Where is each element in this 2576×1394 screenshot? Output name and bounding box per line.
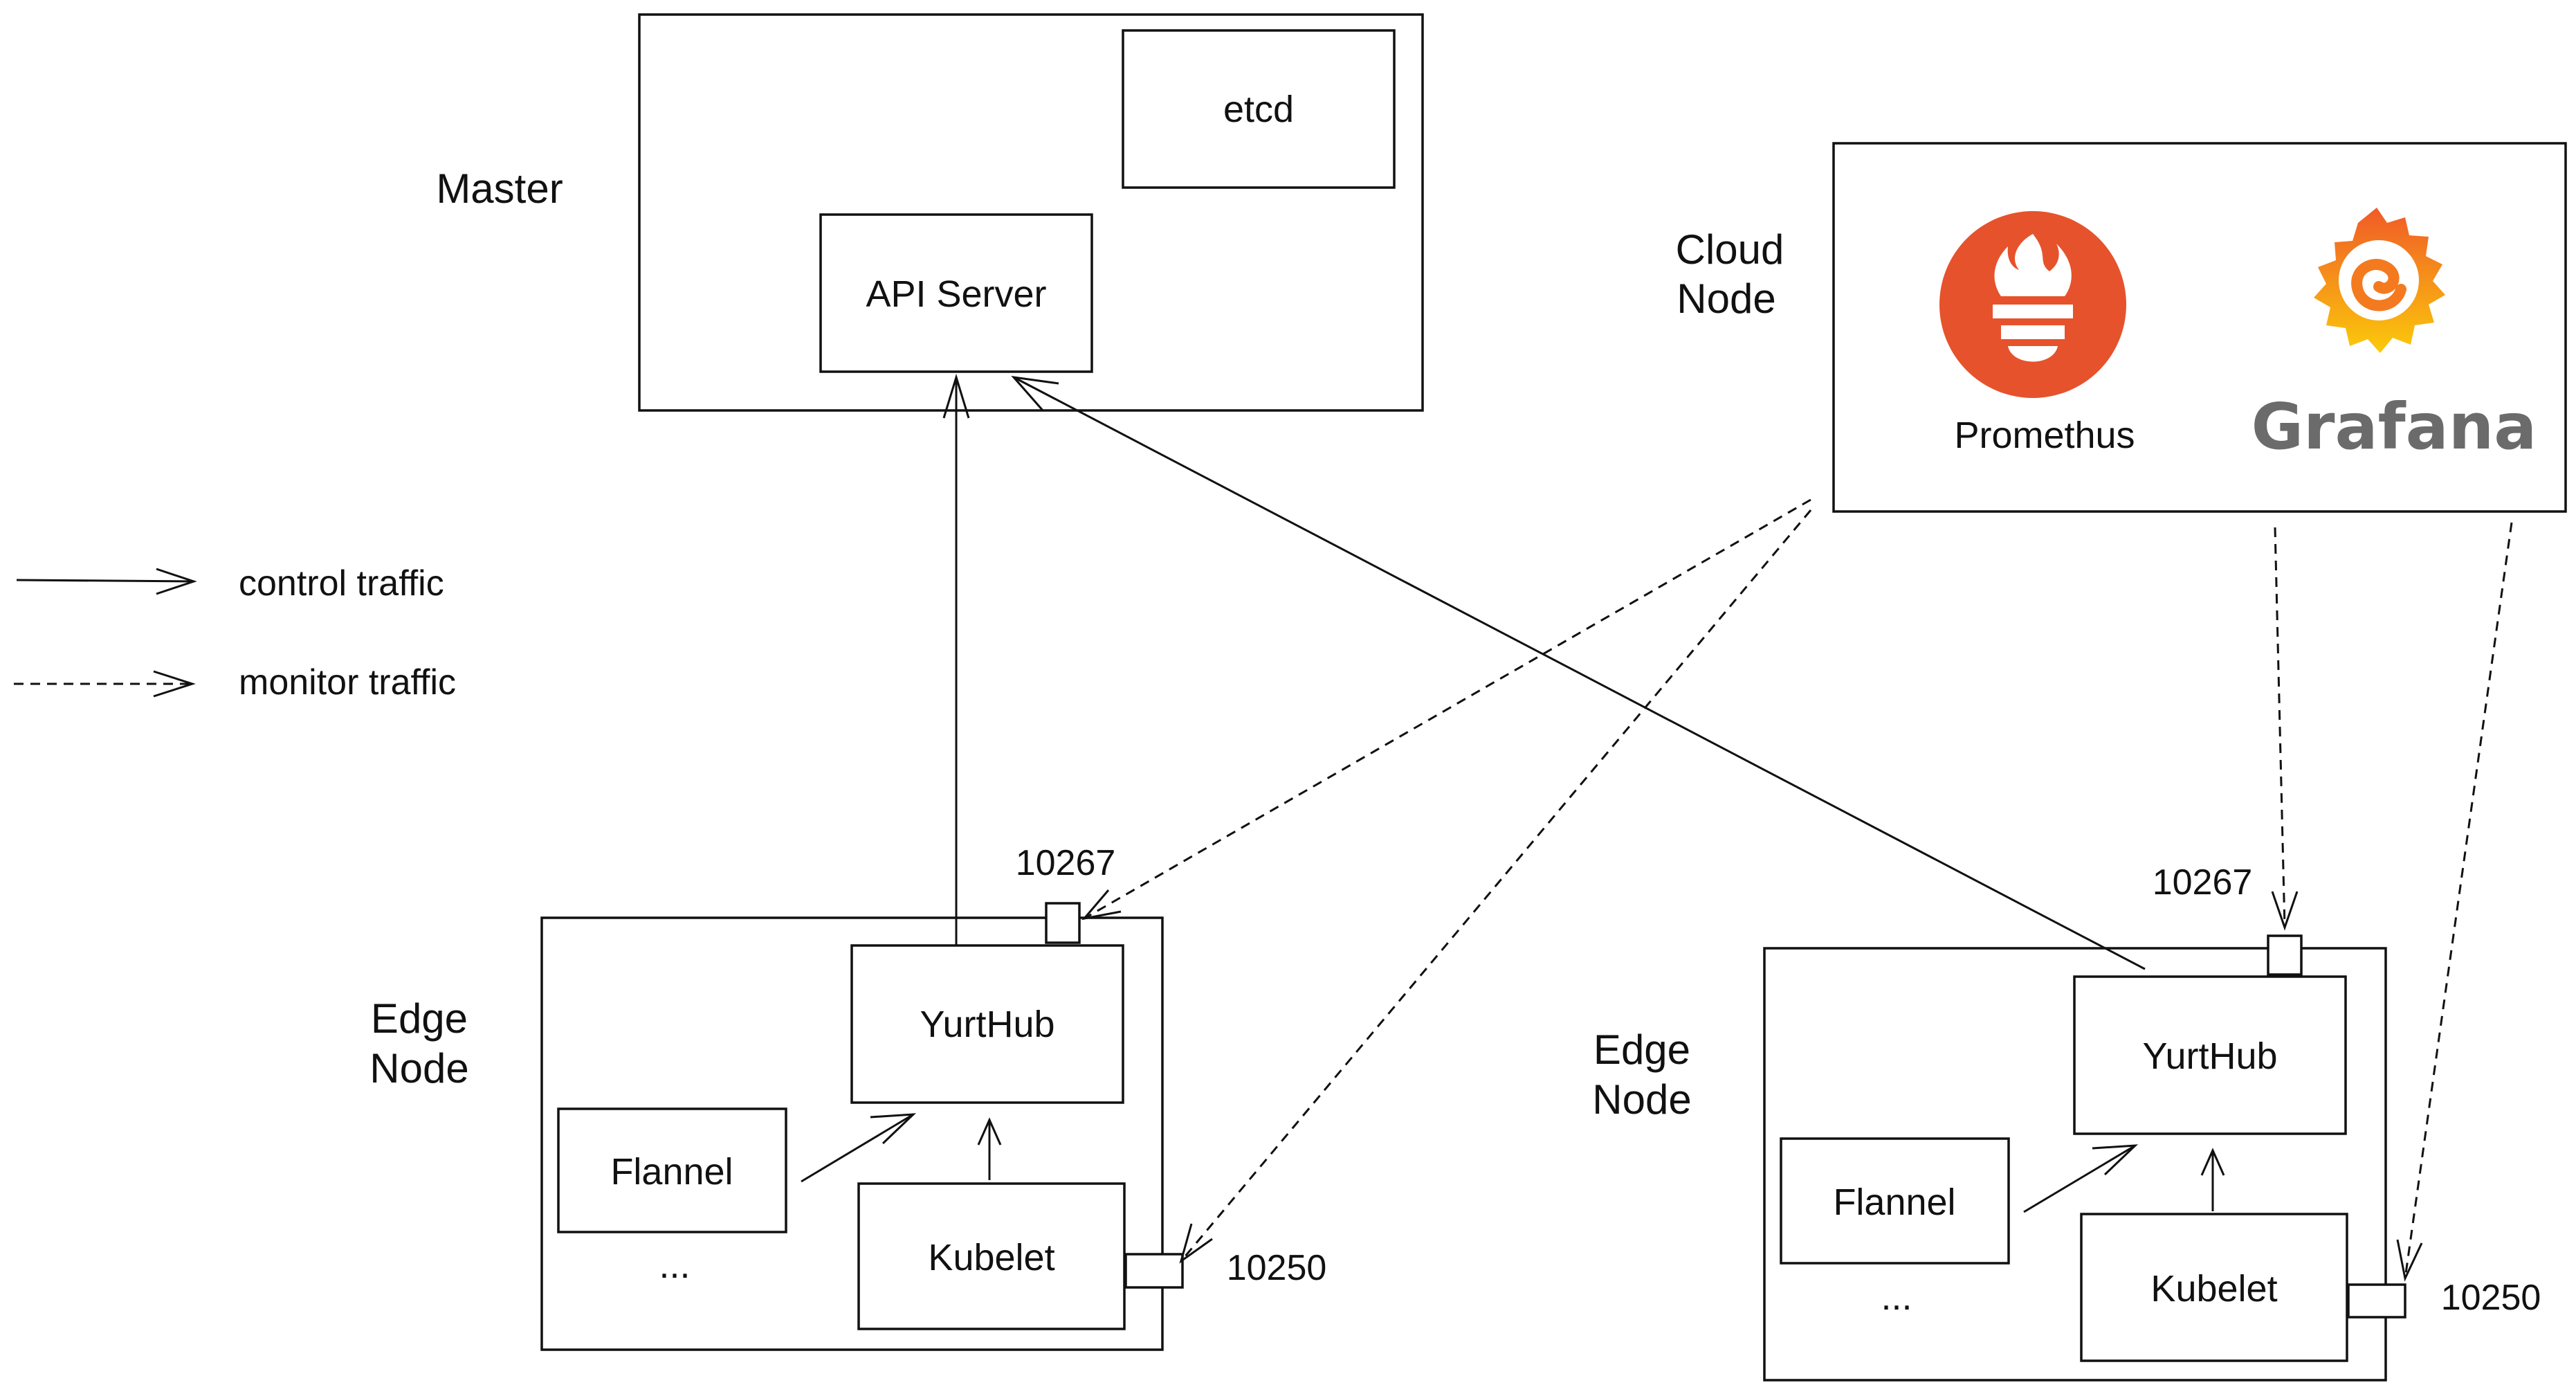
- yurthub-right-box: [2073, 975, 2347, 1135]
- arrowhead-yurthub-right-to-api-server: [1011, 375, 1059, 412]
- grafana-label: Grafana: [2251, 390, 2537, 464]
- arrowhead-kubelet-left-to-yurthub: [977, 1117, 1002, 1146]
- cloud-node-label-line2: Node: [1677, 275, 1775, 322]
- arrow-prometheus-to-port-10267-left: [1084, 498, 1811, 920]
- edge-node-right-label-line1: Edge: [1593, 1026, 1690, 1073]
- etcd-box: [1122, 29, 1396, 189]
- edge-node-left-label-line2: Node: [369, 1045, 468, 1092]
- ellipsis-left: ...: [659, 1244, 690, 1286]
- legend-control-label: control traffic: [239, 563, 444, 604]
- etcd-label: etcd: [1223, 89, 1294, 130]
- edge-node-left-group: Edge Node YurtHub Flannel Kubelet ... 10…: [369, 843, 1327, 1351]
- prometheus-label: Promethus: [1954, 415, 2135, 456]
- edge-node-right-group: Edge Node YurtHub Flannel Kubelet ... 10…: [1592, 862, 2541, 1382]
- port-10250-right-label: 10250: [2441, 1278, 2541, 1318]
- arrow-prometheus-to-port-10267-right: [2274, 527, 2286, 928]
- api-server-label: API Server: [866, 273, 1046, 315]
- monitor-traffic-arrows: [1081, 498, 2513, 1282]
- cloud-node-group: Cloud Node Promethus Grafana: [1676, 142, 2567, 513]
- prometheus-icon: [1939, 211, 2126, 398]
- flannel-left-box: [557, 1107, 787, 1233]
- flannel-right-label: Flannel: [1833, 1182, 1955, 1223]
- arrow-prometheus-to-port-10250-left: [1180, 509, 1812, 1262]
- cloud-node-label-line1: Cloud: [1676, 226, 1784, 273]
- arrowhead-prometheus-to-port-10267-right: [2271, 891, 2299, 931]
- arrow-flannel-right-to-yurthub: [2023, 1144, 2136, 1213]
- grafana-icon: [2314, 208, 2445, 353]
- port-10250-left-label: 10250: [1227, 1248, 1327, 1288]
- port-10250-left: [1124, 1253, 1184, 1289]
- master-label: Master: [436, 165, 563, 212]
- legend: control traffic monitor traffic: [14, 563, 456, 703]
- edge-node-left-label-line1: Edge: [371, 995, 468, 1042]
- flannel-right-box: [1780, 1137, 2010, 1265]
- port-10267-left-label: 10267: [1016, 843, 1116, 883]
- legend-control-arrowhead: [156, 568, 197, 595]
- port-10267-right: [2267, 934, 2303, 976]
- arrow-yurthub-right-to-api-server: [1013, 376, 2146, 970]
- arrowhead-kubelet-right-to-yurthub: [2200, 1148, 2225, 1176]
- kubelet-left-label: Kubelet: [928, 1237, 1054, 1278]
- kubelet-right-label: Kubelet: [2150, 1268, 2277, 1310]
- yurthub-left-label: YurtHub: [920, 1004, 1054, 1045]
- legend-control-line: [16, 579, 194, 583]
- port-10267-left: [1045, 902, 1081, 944]
- yurthub-right-label: YurtHub: [2142, 1035, 2277, 1077]
- legend-monitor-label: monitor traffic: [239, 662, 456, 703]
- kubelet-right-box: [2080, 1213, 2348, 1362]
- control-traffic-arrows: [801, 373, 2225, 1213]
- arrowhead-flannel-left-to-yurthub: [870, 1113, 917, 1145]
- ellipsis-right: ...: [1881, 1276, 1912, 1318]
- arrowhead-prometheus-to-port-10250-left: [1179, 1223, 1213, 1264]
- api-server-box: [819, 213, 1093, 373]
- arrow-prometheus-to-port-10250-right: [2404, 522, 2513, 1279]
- arrowhead-prometheus-to-port-10267-left: [1081, 889, 1122, 921]
- arrowhead-flannel-right-to-yurthub: [2092, 1144, 2139, 1176]
- arrowhead-prometheus-to-port-10250-right: [2396, 1239, 2423, 1282]
- master-group: Master etcd API Server: [436, 13, 1424, 412]
- port-10267-right-label: 10267: [2153, 862, 2253, 903]
- yurthub-left-box: [850, 944, 1124, 1104]
- arrowhead-yurthub-left-to-api-server: [942, 373, 970, 419]
- arrow-flannel-left-to-yurthub: [801, 1113, 914, 1183]
- flannel-left-label: Flannel: [610, 1151, 733, 1193]
- edge-node-right-label-line2: Node: [1592, 1076, 1691, 1123]
- port-10250-right: [2347, 1283, 2406, 1319]
- legend-monitor-arrowhead: [153, 670, 196, 698]
- kubelet-left-box: [857, 1182, 1126, 1330]
